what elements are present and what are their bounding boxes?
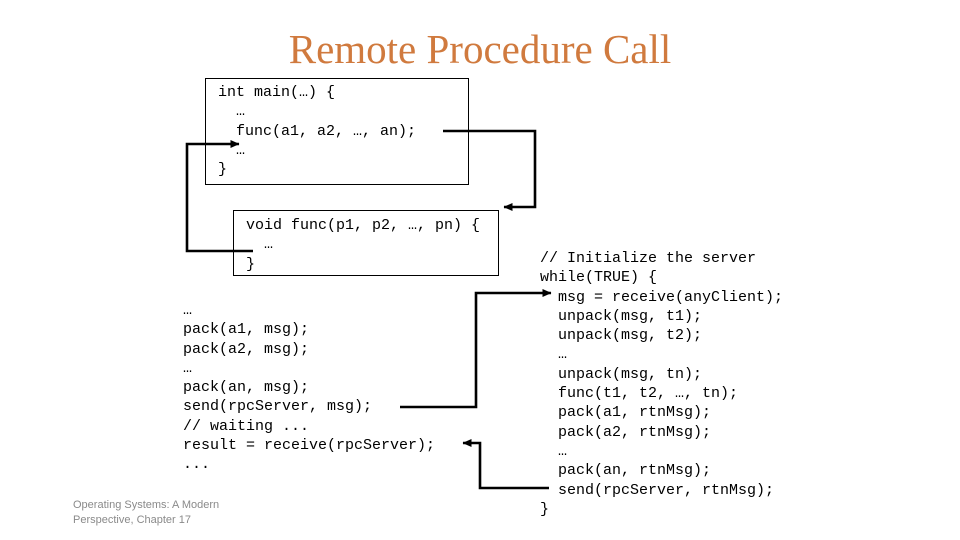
func-code: void func(p1, p2, …, pn) { … } bbox=[246, 217, 481, 273]
slide-title: Remote Procedure Call bbox=[288, 26, 672, 72]
slide-footer: Operating Systems: A Modern Perspective,… bbox=[73, 498, 219, 528]
main-code: int main(…) { … func(a1, a2, …, an); … } bbox=[218, 84, 417, 179]
footer-line-2: Perspective, Chapter 17 bbox=[73, 514, 192, 526]
main-code-box: int main(…) { … func(a1, a2, …, an); … } bbox=[205, 78, 469, 185]
func-code-box: void func(p1, p2, …, pn) { … } bbox=[233, 210, 499, 276]
reply-arrow bbox=[462, 439, 549, 490]
client-stub-code: … pack(a1, msg); pack(a2, msg); … pack(a… bbox=[183, 302, 436, 474]
footer-line-1: Operating Systems: A Modern bbox=[73, 499, 220, 511]
server-loop-code: // Initialize the server while(TRUE) { m… bbox=[540, 250, 784, 518]
